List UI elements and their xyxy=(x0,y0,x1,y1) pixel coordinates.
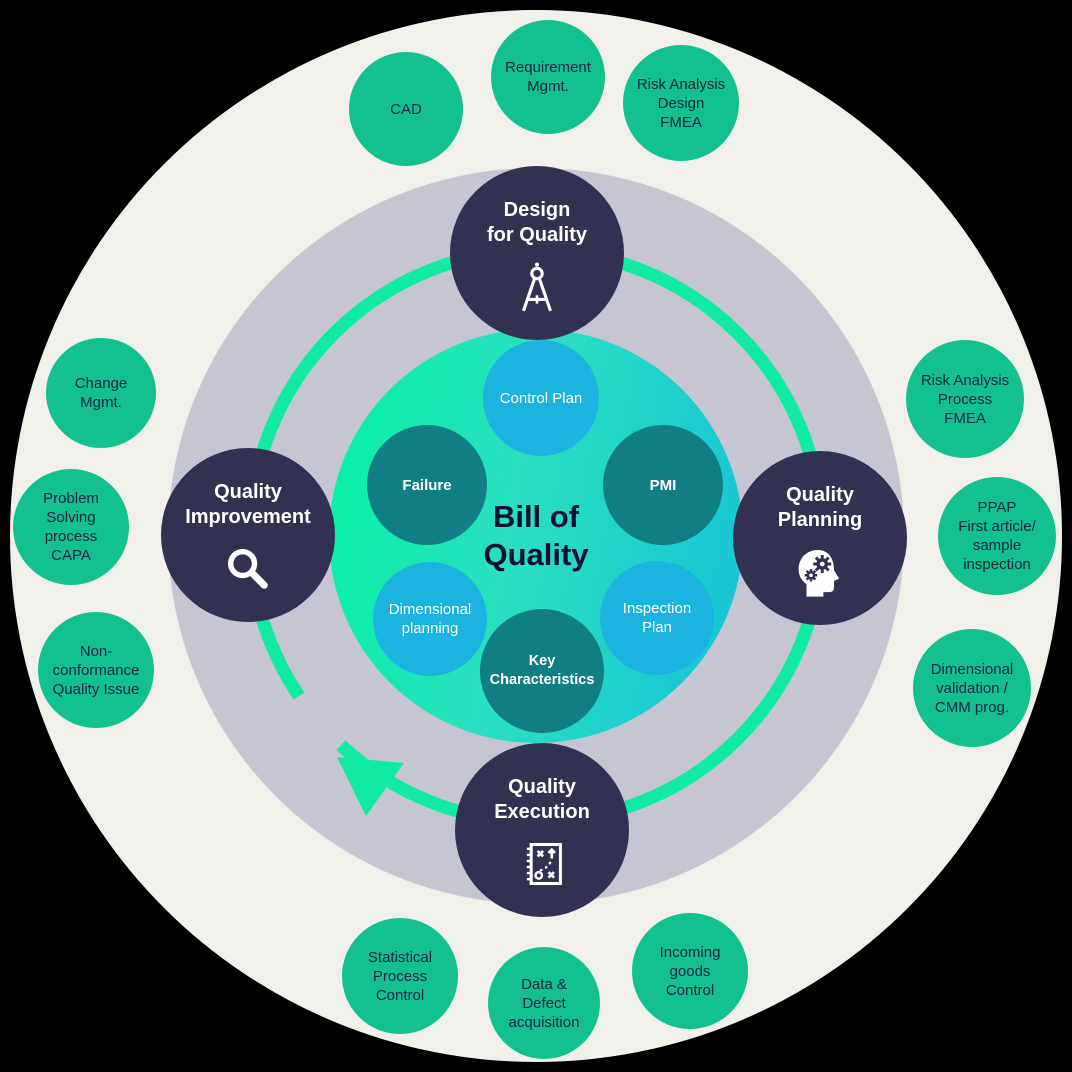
magnifier-icon xyxy=(227,548,268,589)
outer-bubble-label: Requirement Mgmt. xyxy=(505,59,591,95)
inner-bubble-label: Key Characteristics xyxy=(489,653,595,688)
sector-label: Design for Quality xyxy=(486,199,587,246)
inner-bubble-label: PMI xyxy=(649,476,677,494)
outer-bubble-risk-analysis-design-fmea: Risk Analysis Design FMEA xyxy=(623,45,739,161)
inner-bubble-failure: Failure xyxy=(367,425,487,545)
sector-quality-planning: Quality Planning xyxy=(733,451,907,625)
outer-bubble-requirement-mgmt: Requirement Mgmt. xyxy=(491,20,605,134)
outer-bubble-ppap-first-article: PPAP First article/ sample inspection xyxy=(938,477,1056,595)
outer-bubble-label: Non- conformance Quality Issue xyxy=(52,642,140,698)
outer-bubble-data-defect-acquisition: Data & Defect acquisition xyxy=(488,947,600,1059)
sector-label: Quality Execution xyxy=(494,776,590,823)
inner-bubble-label: Failure xyxy=(402,476,452,494)
outer-bubble-label: Risk Analysis Process FMEA xyxy=(920,371,1010,427)
outer-bubble-label: Data & Defect acquisition xyxy=(508,975,580,1031)
sector-quality-execution: Quality Execution xyxy=(455,743,629,917)
inner-bubble-label: Inspection Plan xyxy=(622,600,692,636)
outer-bubble-label: PPAP First article/ sample inspection xyxy=(958,499,1036,573)
inner-bubble-label: Dimensional planning xyxy=(388,601,472,637)
outer-bubble-label: Problem Solving process CAPA xyxy=(43,490,99,564)
outer-bubble-label: Incoming goods Control xyxy=(659,943,721,999)
diagram-title: Bill of Quality xyxy=(483,499,589,572)
outer-bubble-risk-analysis-process-fmea: Risk Analysis Process FMEA xyxy=(906,340,1024,458)
inner-bubble-label: Control Plan xyxy=(499,389,583,407)
inner-bubble-pmi: PMI xyxy=(603,425,723,545)
outer-bubble-non-conformance: Non- conformance Quality Issue xyxy=(38,612,154,728)
sector-quality-improvement: Quality Improvement xyxy=(161,448,335,622)
outer-bubble-label: Change Mgmt. xyxy=(74,375,128,411)
outer-bubble-cad: CAD xyxy=(349,52,463,166)
outer-bubble-dimensional-validation: Dimensional validation / CMM prog. xyxy=(913,629,1031,747)
head-gears-icon xyxy=(798,549,840,597)
outer-bubble-statistical-process-control: Statistical Process Control xyxy=(342,918,458,1034)
outer-bubble-incoming-goods-control: Incoming goods Control xyxy=(632,913,748,1029)
outer-bubble-problem-solving-capa: Problem Solving process CAPA xyxy=(13,469,129,585)
outer-bubble-change-mgmt: Change Mgmt. xyxy=(46,338,156,448)
inner-bubble-dimensional-planning: Dimensional planning xyxy=(373,562,487,676)
outer-bubble-label: Risk Analysis Design FMEA xyxy=(636,75,726,131)
inner-bubble-key-characteristics: Key Characteristics xyxy=(480,609,604,733)
sector-design-for-quality: Design for Quality xyxy=(450,166,624,340)
compass-icon xyxy=(522,262,552,312)
sector-label: Quality Improvement xyxy=(185,481,311,528)
inner-bubble-inspection-plan: Inspection Plan xyxy=(600,561,714,675)
outer-bubble-label: CAD xyxy=(390,100,422,118)
inner-bubble-control-plan: Control Plan xyxy=(483,340,599,456)
sector-label: Quality Planning xyxy=(777,484,863,531)
outer-bubble-label: Statistical Process Control xyxy=(367,948,433,1004)
strategy-notebook-icon xyxy=(526,842,562,886)
outer-bubble-label: Dimensional validation / CMM prog. xyxy=(930,660,1014,716)
